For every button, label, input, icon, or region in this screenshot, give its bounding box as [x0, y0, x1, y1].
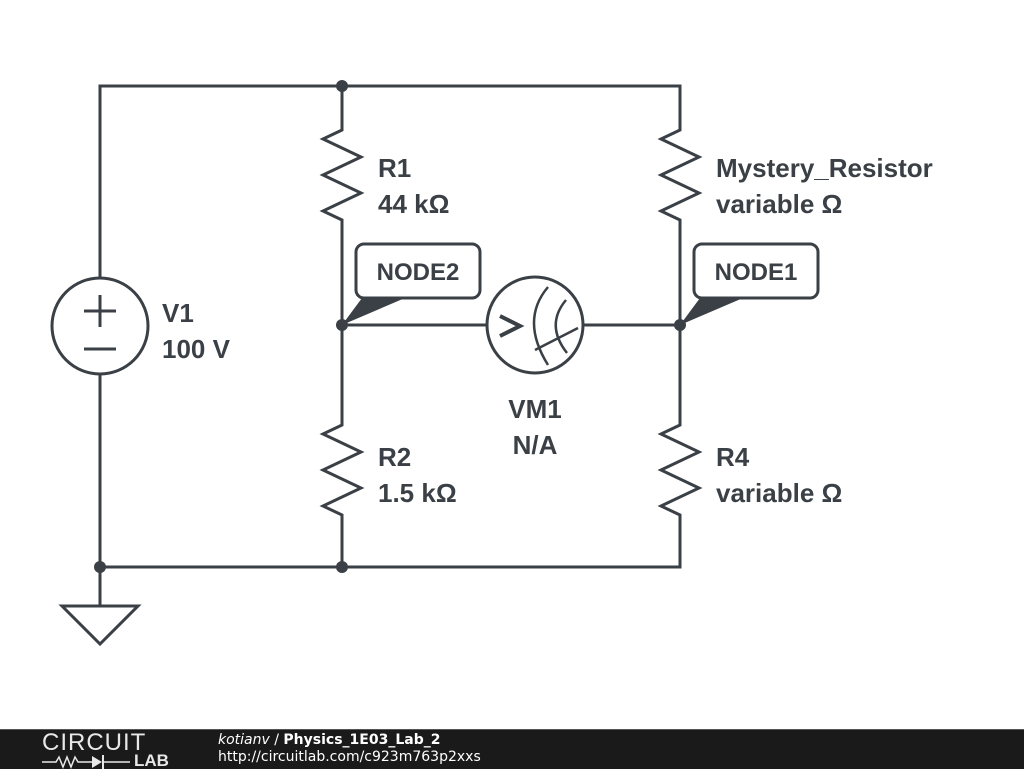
- voltage-source-v1[interactable]: [50, 276, 150, 376]
- junction-dot: [94, 561, 106, 573]
- footer-bar: CIRCUIT LAB kotianv / Physics_1E03_Lab_2…: [0, 729, 1024, 770]
- circuitlab-logo[interactable]: CIRCUIT LAB: [42, 729, 169, 770]
- mystery-resistor-value-label: variable Ω: [716, 189, 842, 219]
- r2-value-label: 1.5 kΩ: [378, 478, 457, 508]
- vm1-value-label: N/A: [513, 430, 558, 460]
- vm1-name-label: VM1: [508, 394, 561, 424]
- wire-bottom-rail[interactable]: [100, 527, 682, 569]
- r4-value-label: variable Ω: [716, 478, 842, 508]
- wire-top-rail[interactable]: [98, 84, 682, 278]
- voltmeter-vm1[interactable]: [485, 275, 585, 375]
- voltmeter-needle-icon: [534, 326, 579, 352]
- resistor-r1-symbol[interactable]: [319, 125, 365, 222]
- author-link[interactable]: kotianv: [218, 732, 270, 748]
- resistor-mystery-symbol[interactable]: [657, 125, 703, 222]
- mystery-resistor-name-label: Mystery_Resistor: [716, 153, 933, 183]
- junction-dot: [336, 561, 348, 573]
- junction-dot: [336, 80, 348, 92]
- ground-icon[interactable]: [58, 604, 142, 647]
- r1-name-label: R1: [378, 153, 411, 183]
- node-label-node1[interactable]: NODE1: [680, 242, 820, 325]
- r1-value-label: 44 kΩ: [378, 189, 449, 219]
- logo-text-circuit: CIRCUIT: [42, 729, 147, 756]
- resistor-r4-symbol[interactable]: [657, 420, 703, 527]
- node-label-node2[interactable]: NODE2: [342, 242, 482, 325]
- voltmeter-arc-icon: [532, 286, 550, 366]
- plus-icon: [84, 295, 116, 327]
- node-label-text: NODE2: [377, 259, 460, 286]
- junctions: [94, 80, 686, 573]
- path-separator: /: [269, 732, 284, 748]
- resistor-r2-symbol[interactable]: [319, 420, 365, 527]
- circuit-info: kotianv / Physics_1E03_Lab_2 http://circ…: [218, 732, 481, 766]
- circuit-url[interactable]: http://circuitlab.com/c923m763p2xxs: [218, 749, 481, 765]
- v1-name-label: V1: [162, 298, 194, 328]
- v1-value-label: 100 V: [162, 334, 231, 364]
- logo-text-lab: LAB: [134, 751, 169, 770]
- node-label-text: NODE1: [715, 259, 798, 286]
- circuit-title[interactable]: Physics_1E03_Lab_2: [283, 732, 441, 748]
- schematic-canvas: NODE2 NODE1 V1 100 V R1 44 kΩ Mystery_Re…: [50, 80, 933, 647]
- resistor-diode-icon: [42, 754, 130, 769]
- r2-name-label: R2: [378, 442, 411, 472]
- voltmeter-arc-icon: [554, 299, 568, 354]
- voltmeter-chevron-icon: [499, 314, 525, 338]
- r4-name-label: R4: [716, 442, 750, 472]
